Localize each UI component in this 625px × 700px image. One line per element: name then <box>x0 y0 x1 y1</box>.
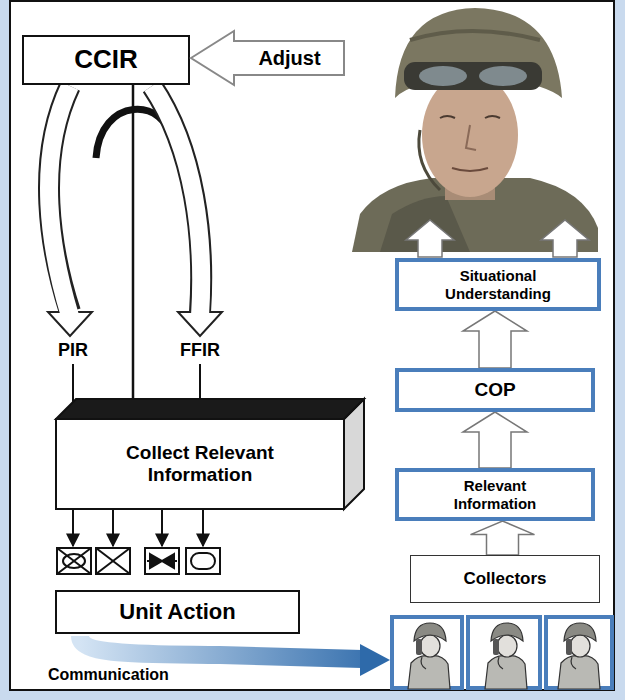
node-text: Situational Understanding <box>405 267 591 302</box>
hollow-arrow <box>463 311 527 368</box>
requirement-label: PIR <box>58 340 88 361</box>
hollow-arrow <box>463 412 527 468</box>
tasking-line <box>112 505 114 546</box>
node-text: CCIR <box>74 45 138 75</box>
collectors-box: Collectors <box>410 555 600 603</box>
node-text: Collectors <box>463 569 546 589</box>
adjust-arrow: Adjust <box>190 30 345 86</box>
tasking-line <box>202 505 204 546</box>
soldier-photo <box>352 8 598 252</box>
panel <box>10 1 614 690</box>
node-text: Adjust <box>258 47 320 70</box>
action-box: Unit Action <box>55 590 300 634</box>
unit-symbol <box>145 548 179 574</box>
unit-symbol <box>96 548 130 574</box>
understanding-box: Situational Understanding <box>395 258 601 311</box>
picture-box: COP <box>395 368 595 412</box>
unit-symbol <box>186 548 220 574</box>
tasking-line <box>161 505 163 546</box>
trooper-picture <box>392 617 462 689</box>
unit-symbol <box>57 548 91 574</box>
node-text: Unit Action <box>119 599 236 624</box>
connector-line <box>132 85 135 418</box>
box-top <box>56 399 364 419</box>
hollow-arrow <box>471 521 535 555</box>
arrow-label: Communication <box>48 666 169 684</box>
curved-arrow <box>152 86 222 336</box>
node-text: Relevant Information <box>435 477 555 512</box>
information-box: Relevant Information <box>395 468 595 521</box>
arrow-outline <box>191 31 344 85</box>
requirement-box: CCIR <box>22 35 190 85</box>
requirement-label: FFIR <box>180 340 220 361</box>
trooper-picture <box>468 617 540 689</box>
box-front <box>56 419 344 509</box>
node-text: Collect Relevant Information <box>125 442 275 486</box>
curved-arrow <box>48 86 92 336</box>
hollow-arrow <box>541 220 589 257</box>
requirement-line <box>199 364 201 402</box>
collection-box: Collect Relevant Information <box>55 418 345 510</box>
node-text: COP <box>474 379 515 401</box>
hollow-arrow <box>406 220 454 257</box>
trooper-picture <box>546 617 612 689</box>
